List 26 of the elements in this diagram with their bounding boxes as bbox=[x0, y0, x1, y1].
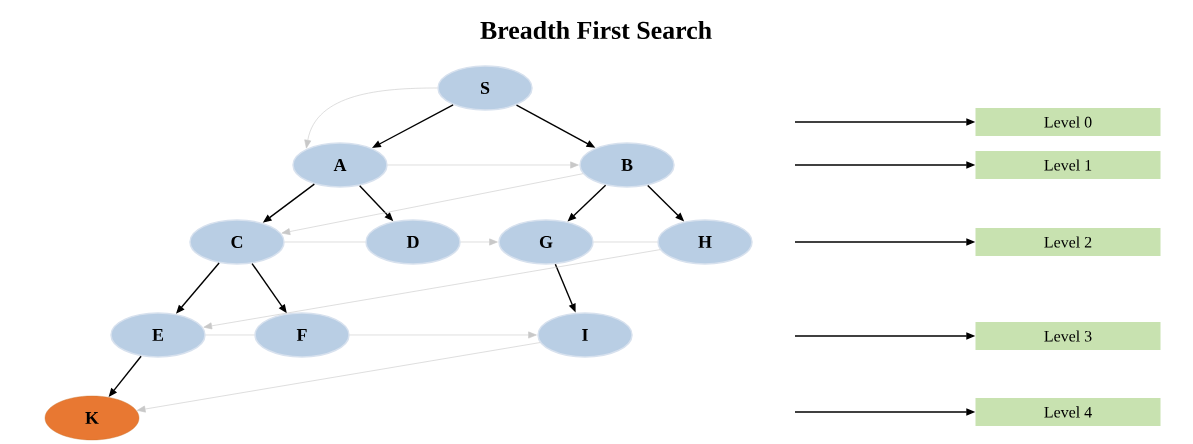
tree-node: C bbox=[189, 219, 285, 265]
arrow bbox=[304, 87, 438, 149]
arrow bbox=[372, 104, 454, 148]
tree-node: A bbox=[292, 142, 388, 188]
arrow bbox=[136, 342, 541, 413]
arrow bbox=[176, 262, 220, 314]
arrow bbox=[203, 249, 661, 330]
tree-node: I bbox=[537, 312, 633, 358]
level-box: Level 1 bbox=[975, 151, 1161, 179]
tree-node: F bbox=[254, 312, 350, 358]
arrow bbox=[387, 161, 579, 169]
tree-node: G bbox=[498, 219, 594, 265]
title: Breadth First Search bbox=[480, 20, 712, 40]
goal-node: K bbox=[44, 395, 140, 441]
tree-node: H bbox=[657, 219, 753, 265]
tree-node: E bbox=[110, 312, 206, 358]
tree-node: S bbox=[437, 65, 533, 111]
tree-node: B bbox=[579, 142, 675, 188]
arrow bbox=[281, 173, 584, 235]
level-box: Level 3 bbox=[975, 322, 1161, 350]
arrow bbox=[349, 331, 537, 339]
level-box: Level 2 bbox=[975, 228, 1161, 256]
tree-node: D bbox=[365, 219, 461, 265]
arrow bbox=[460, 238, 498, 246]
level-box: Level 0 bbox=[975, 108, 1161, 136]
level-box: Level 4 bbox=[975, 398, 1161, 426]
